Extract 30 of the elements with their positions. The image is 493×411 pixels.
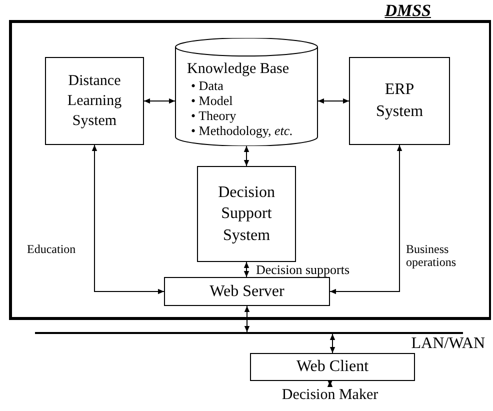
boundary-label: DMSS — [384, 1, 431, 20]
bullet-item: • Model — [191, 93, 234, 108]
network-label: LAN/WAN — [411, 335, 485, 353]
box-label: Web Client — [295, 357, 370, 378]
process-box — [164, 277, 330, 306]
arrow — [327, 380, 333, 387]
arrow — [330, 334, 336, 354]
bullet-item: • Data — [191, 78, 224, 93]
arrow — [144, 98, 176, 104]
arrow — [244, 262, 250, 278]
arrow — [244, 146, 250, 166]
bullet-item: • Theory — [191, 108, 238, 123]
box-label: ERP System — [374, 80, 424, 122]
database-title: Knowledge Base — [187, 60, 290, 78]
box-label: Decision Support System — [217, 182, 276, 246]
arrow — [318, 98, 350, 104]
database-cylinder — [175, 38, 318, 146]
arrow — [330, 144, 402, 294]
box-label: Web Server — [208, 282, 286, 302]
process-box — [349, 57, 450, 145]
bullet-item: • Methodology, etc. — [191, 123, 294, 138]
box-label: Distance Learning System — [66, 72, 123, 132]
process-box — [45, 57, 144, 145]
actor-label: Decision Maker — [280, 386, 380, 404]
edge-label: Decision supports — [256, 263, 350, 278]
process-box — [250, 353, 415, 381]
arrow — [244, 306, 250, 332]
arrow — [92, 144, 164, 294]
process-box — [197, 166, 296, 262]
edge-label: Education — [27, 243, 76, 256]
